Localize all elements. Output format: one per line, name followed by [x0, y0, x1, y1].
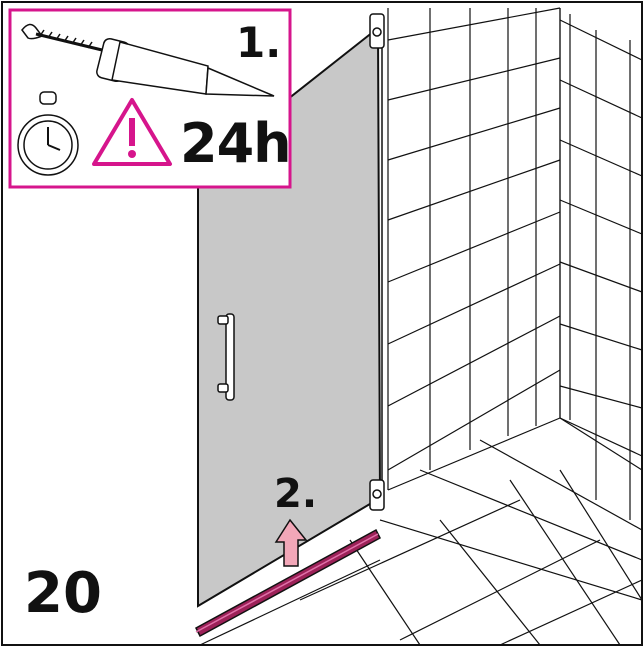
step-number: 20 — [24, 561, 102, 626]
step-two-label: 2. — [274, 471, 318, 517]
cure-time-label: 24h — [180, 112, 292, 175]
bottom-seal — [195, 528, 381, 638]
step-one-label: 1. — [236, 18, 282, 67]
warning-triangle-icon — [92, 98, 172, 166]
tiled-wall — [387, 7, 643, 520]
hinge-bottom — [369, 479, 385, 511]
stopwatch-icon — [17, 91, 79, 176]
silicone-gun-icon — [21, 23, 275, 97]
hinge-top — [369, 13, 385, 49]
push-up-arrow-icon — [274, 518, 308, 567]
tiled-floor — [199, 417, 643, 646]
door-handle — [217, 313, 235, 401]
